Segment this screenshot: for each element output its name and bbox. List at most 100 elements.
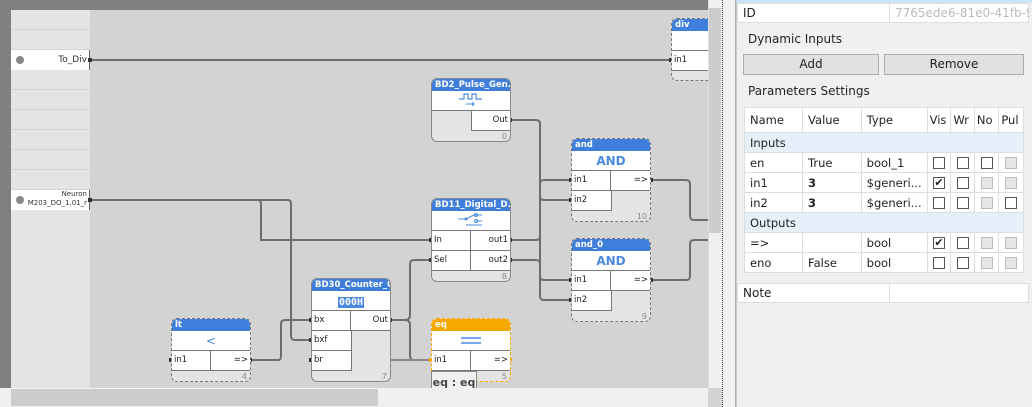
no-checkbox [980, 197, 993, 209]
param-name[interactable]: => [743, 232, 804, 253]
port-sel[interactable]: Sel [432, 251, 472, 271]
add-button[interactable]: Add [743, 54, 879, 75]
panel-header-strip [737, 0, 1032, 3]
column-header[interactable]: Type [860, 107, 928, 133]
equals-icon [432, 331, 510, 351]
port-bx[interactable]: bx [312, 311, 352, 331]
param-type[interactable]: bool_1 [860, 152, 928, 173]
id-value[interactable]: 7765ede6-81e0-41fb-9... [889, 4, 1029, 23]
pul-checkbox [1005, 237, 1018, 249]
horizontal-scroll-thumb[interactable] [11, 389, 378, 406]
param-type[interactable]: $generi... [860, 172, 928, 193]
wire [390, 319, 431, 361]
block-title: lt [172, 319, 250, 331]
vertical-scroll-thumb[interactable] [709, 8, 721, 233]
port-out[interactable]: => [611, 171, 650, 191]
wr-checkbox[interactable] [956, 157, 969, 169]
port-in1[interactable]: in1 [672, 51, 712, 71]
block-title: BD2_Pulse_Gen... [432, 79, 510, 91]
port-out2[interactable]: out2 [471, 251, 510, 271]
port-in[interactable]: In [432, 231, 472, 251]
pulse-wave-icon [432, 91, 510, 111]
table-row[interactable]: => bool ✔ [743, 232, 1024, 253]
param-value[interactable]: 3 [802, 192, 862, 213]
splitter[interactable] [722, 0, 736, 407]
vis-checkbox[interactable]: ✔ [932, 236, 945, 249]
wire [90, 199, 311, 341]
port-in1[interactable]: in1 [572, 171, 612, 191]
vis-checkbox[interactable] [932, 197, 945, 209]
vis-checkbox[interactable] [932, 157, 945, 169]
block-lt[interactable]: lt < in1=> 4 [171, 318, 251, 382]
note-value[interactable] [889, 284, 1029, 303]
wire [539, 195, 571, 201]
wr-checkbox[interactable] [956, 257, 969, 269]
column-header[interactable]: Name [743, 107, 804, 133]
vis-checkbox[interactable]: ✔ [932, 176, 945, 189]
wire [390, 259, 431, 321]
port-in2[interactable]: in2 [572, 291, 612, 311]
param-name[interactable]: in2 [743, 192, 804, 213]
port-in2[interactable]: in2 [572, 191, 612, 211]
block-pulse-generator[interactable]: BD2_Pulse_Gen... Out 0 [431, 78, 511, 142]
no-checkbox [980, 257, 993, 269]
cell-wr [950, 232, 975, 253]
dynamic-inputs-label: Dynamic Inputs [748, 32, 843, 46]
wr-checkbox[interactable] [956, 197, 969, 209]
param-value[interactable] [802, 232, 862, 253]
port-out[interactable]: Out [470, 111, 510, 131]
wr-checkbox[interactable] [956, 237, 969, 249]
param-name[interactable]: in1 [743, 172, 804, 193]
param-name[interactable]: en [743, 152, 804, 173]
remove-button[interactable]: Remove [884, 54, 1024, 75]
pul-checkbox [1005, 257, 1018, 269]
block-and[interactable]: and AND in1=> in2 10 [571, 138, 651, 222]
canvas-left-bar [0, 0, 11, 407]
port-out[interactable]: => [211, 351, 250, 371]
param-value[interactable]: 3 [802, 172, 862, 193]
note-label: Note [743, 286, 772, 300]
block-title: and [572, 139, 650, 151]
column-header[interactable]: No [973, 107, 1000, 133]
port-in1[interactable]: in1 [432, 351, 472, 371]
block-and-0[interactable]: and_0 AND in1=> in2 9 [571, 238, 651, 322]
port-in1[interactable]: in1 [172, 351, 212, 371]
port-out[interactable]: => [611, 271, 650, 291]
port-br[interactable]: br [312, 351, 352, 371]
param-type[interactable]: $generi... [860, 192, 928, 213]
param-type[interactable]: bool [860, 232, 928, 253]
port-in1[interactable]: in1 [572, 271, 612, 291]
column-header[interactable]: Wr [950, 107, 975, 133]
port-bxf[interactable]: bxf [312, 331, 352, 351]
pul-checkbox[interactable] [1005, 197, 1018, 209]
pul-checkbox [1005, 177, 1018, 189]
column-header[interactable]: Vis [926, 107, 952, 133]
param-value[interactable]: False [802, 252, 862, 273]
param-value[interactable]: True [802, 152, 862, 173]
no-checkbox [980, 177, 993, 189]
vis-checkbox[interactable] [932, 257, 945, 269]
cell-no [973, 232, 1000, 253]
column-header[interactable]: Pul [998, 107, 1024, 133]
port-slot [11, 30, 90, 49]
block-number: 8 [501, 272, 507, 281]
port-out[interactable]: => [471, 351, 510, 371]
port-out1[interactable]: out1 [471, 231, 510, 251]
and-icon: AND [572, 251, 650, 271]
port-slot [11, 10, 90, 29]
param-name[interactable]: eno [743, 252, 804, 273]
no-checkbox[interactable] [980, 157, 993, 169]
wr-checkbox[interactable] [956, 177, 969, 189]
param-type[interactable]: bool [860, 252, 928, 273]
cell-pul [998, 172, 1024, 193]
column-header[interactable]: Value [802, 107, 862, 133]
port-out[interactable]: Out [351, 311, 390, 331]
